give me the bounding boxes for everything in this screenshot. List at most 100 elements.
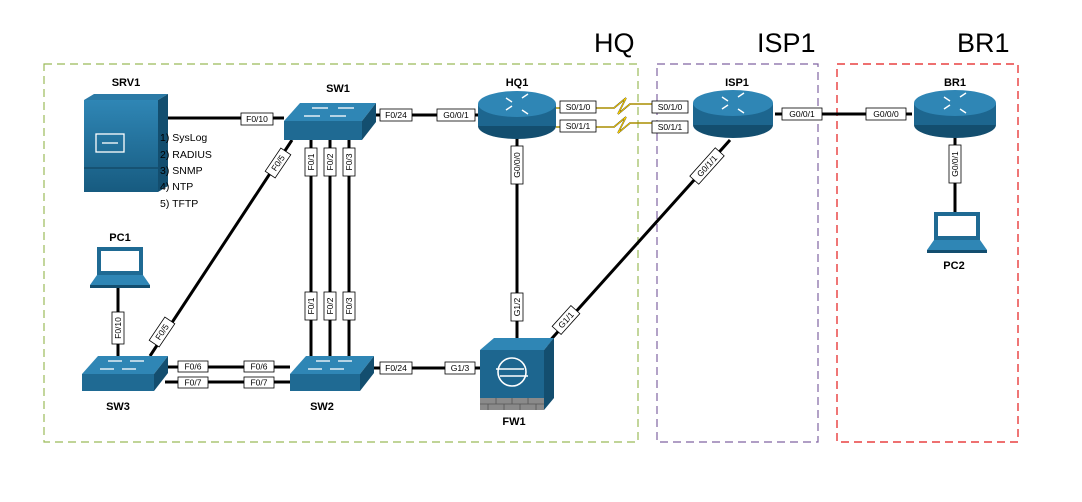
port-hq1-g000: G0/0/0 [510, 145, 524, 185]
fw1-arrows-icon [496, 368, 528, 377]
port-sw1-hq1-a: F0/24 [379, 108, 413, 122]
device-sw1[interactable]: SW1 [284, 83, 376, 140]
device-fw1[interactable]: FW1 [480, 338, 554, 428]
port-sw1-f05: F0/5 [264, 147, 292, 179]
sw2-arrows-icon [308, 360, 352, 370]
sw2-top [290, 356, 374, 374]
link-sw1-sw3 [148, 139, 294, 357]
port-sw1-hq1-b: G0/0/1 [436, 108, 476, 122]
port-hq1-s011: S0/1/1 [559, 119, 597, 133]
port-sw2-f01: F0/1 [304, 291, 318, 321]
service-item: 2) RADIUS [160, 149, 212, 161]
port-sw3-f07: F0/7 [177, 376, 209, 389]
zone-br1: BR1 [836, 28, 1019, 443]
port-label: F0/6 [250, 362, 267, 372]
device-srv1[interactable]: SRV1 [84, 77, 168, 192]
link-serial-hq1-isp1-a [556, 97, 656, 115]
port-isp1-s010: S0/1/0 [651, 100, 689, 114]
port-sw3-f05: F0/5 [148, 316, 176, 348]
port-label: F0/24 [385, 110, 407, 120]
zone-isp1-border [656, 63, 819, 443]
sw3-top [82, 356, 168, 374]
zone-hq-border [43, 63, 639, 443]
hq1-arrows-icon [505, 93, 529, 115]
device-sw2[interactable]: SW2 [290, 356, 374, 413]
port-br1-g001: G0/0/1 [948, 144, 962, 184]
port-sw2-f06: F0/6 [243, 360, 275, 373]
port-label: G0/0/1 [950, 151, 960, 177]
srv1-services-list: 1) SysLog 2) RADIUS 3) SNMP 4) NTP 5) TF… [160, 132, 212, 210]
zone-br1-border [836, 63, 1019, 443]
sw2-side [360, 356, 374, 391]
sw2-label: SW2 [310, 401, 334, 413]
port-label: S0/1/1 [566, 121, 591, 131]
switch-icon [290, 374, 360, 391]
port-label: F0/7 [250, 378, 267, 388]
pc1-label: PC1 [109, 232, 130, 244]
port-label: G1/3 [451, 363, 470, 373]
port-label: F0/6 [184, 362, 201, 372]
zone-hq: HQ [43, 28, 639, 443]
br1-label: BR1 [944, 77, 966, 89]
port-hq1-s010: S0/1/0 [559, 100, 597, 114]
port-label: F0/3 [344, 297, 354, 314]
port-label: S0/1/0 [658, 102, 683, 112]
srv1-top [84, 94, 168, 100]
sw1-arrows-icon [304, 107, 354, 117]
port-sw1-f02: F0/2 [323, 147, 337, 177]
pc2-screen [938, 216, 976, 236]
device-pc1[interactable]: PC1 [90, 232, 150, 288]
sw3-side [154, 356, 168, 391]
server-icon [84, 100, 158, 192]
port-sw1-f03: F0/3 [342, 147, 356, 177]
fw1-bricks [480, 398, 544, 410]
isp1-label: ISP1 [725, 77, 749, 89]
service-item: 3) SNMP [160, 165, 203, 177]
pc1-keyboard [90, 275, 150, 285]
fw1-label: FW1 [502, 416, 525, 428]
br1-arrows-icon [943, 92, 967, 114]
device-br1[interactable]: BR1 [914, 77, 996, 138]
link-serial-hq1-isp1-b [556, 116, 656, 134]
port-sw3-f06: F0/6 [177, 360, 209, 373]
device-pc2[interactable]: PC2 [927, 212, 987, 272]
port-pc1-f010: F0/10 [111, 311, 125, 345]
port-srv1-sw1: F0/10 [240, 112, 274, 126]
fw1-side [544, 338, 554, 410]
sw1-side [362, 103, 376, 140]
port-sw1-f01: F0/1 [304, 147, 318, 177]
port-isp1-g001: G0/0/1 [781, 107, 823, 121]
pc2-label: PC2 [943, 260, 964, 272]
port-label: G0/0/0 [512, 152, 522, 178]
sw1-label: SW1 [326, 83, 350, 95]
router-icon [478, 91, 556, 117]
sw3-label: SW3 [106, 401, 130, 413]
pc2-base [927, 250, 987, 253]
sw1-top [284, 103, 376, 121]
port-fw1-g11: G1/1 [551, 305, 581, 335]
service-item: 4) NTP [160, 181, 193, 193]
device-hq1[interactable]: HQ1 [478, 77, 556, 139]
port-fw1-g13: G1/3 [444, 361, 476, 375]
switch-icon [82, 374, 154, 391]
port-label: F0/7 [184, 378, 201, 388]
port-label: F0/1 [306, 153, 316, 170]
service-item: 1) SysLog [160, 132, 207, 144]
zone-isp1-title: ISP1 [757, 28, 816, 58]
device-isp1[interactable]: ISP1 [693, 77, 773, 138]
zone-br1-title: BR1 [957, 28, 1010, 58]
device-sw3[interactable]: SW3 [82, 356, 168, 413]
port-label: F0/2 [325, 297, 335, 314]
port-label: S0/1/1 [658, 122, 683, 132]
srv1-label: SRV1 [112, 77, 141, 89]
fw1-top [480, 338, 554, 350]
zone-hq-title: HQ [594, 28, 635, 58]
port-label: F0/10 [113, 317, 123, 339]
port-label: F0/1 [306, 297, 316, 314]
sw3-arrows-icon [100, 360, 144, 370]
port-label: S0/1/0 [566, 102, 591, 112]
port-sw2-f02: F0/2 [323, 291, 337, 321]
port-label: F0/2 [325, 153, 335, 170]
port-br1-g000: G0/0/0 [865, 107, 907, 121]
